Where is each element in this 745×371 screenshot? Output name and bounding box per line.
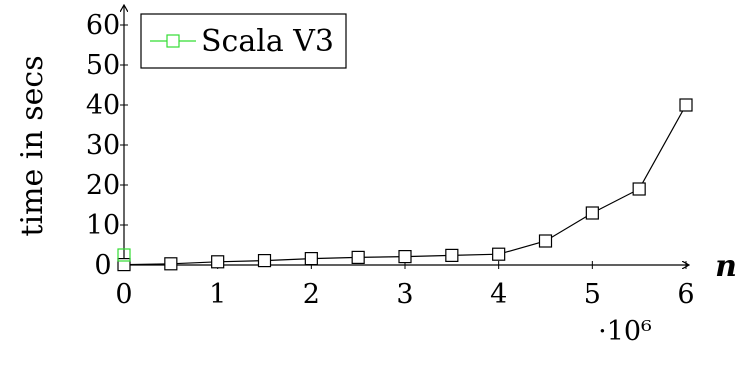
data-point — [538, 234, 553, 248]
data-point — [632, 182, 646, 196]
legend-series-marker — [166, 34, 180, 48]
data-point — [117, 258, 131, 272]
data-point — [164, 257, 178, 271]
legend-series-label: Scala V3 — [201, 24, 334, 59]
x-multiplier-label: ·10⁶ — [598, 316, 652, 347]
y-tick-label: 30 — [86, 130, 120, 161]
x-tick-label: 4 — [490, 279, 507, 310]
data-point — [304, 252, 318, 266]
x-tick-label: 1 — [209, 279, 226, 310]
y-ticks: 0 10 20 30 40 50 60 — [86, 10, 128, 281]
data-point — [679, 98, 693, 112]
data-point — [257, 254, 272, 268]
y-tick-label: 60 — [86, 10, 120, 41]
x-tick-label: 5 — [584, 279, 601, 310]
data-point — [211, 255, 225, 269]
y-tick-label: 40 — [86, 90, 120, 121]
y-axis-label: time in secs — [15, 55, 50, 236]
data-point — [445, 248, 459, 262]
x-tick-label: 3 — [396, 279, 413, 310]
x-tick-label: 0 — [115, 279, 132, 310]
series-line — [123, 104, 687, 266]
data-point — [351, 250, 365, 264]
data-point — [398, 250, 412, 264]
data-point — [585, 206, 599, 220]
x-axis-label: n — [715, 249, 737, 284]
data-point — [492, 247, 506, 261]
x-tick-label: 6 — [677, 279, 694, 310]
y-tick-label: 20 — [86, 170, 120, 201]
x-ticks: 0 1 2 3 4 5 6 — [115, 261, 695, 310]
x-tick-label: 2 — [303, 279, 320, 310]
legend: Scala V3 — [140, 13, 347, 69]
series-layer — [117, 98, 693, 272]
y-tick-label: 50 — [86, 50, 120, 81]
y-tick-label: 0 — [94, 250, 111, 281]
origin-legend-marker — [117, 248, 131, 262]
y-tick-label: 10 — [86, 210, 120, 241]
